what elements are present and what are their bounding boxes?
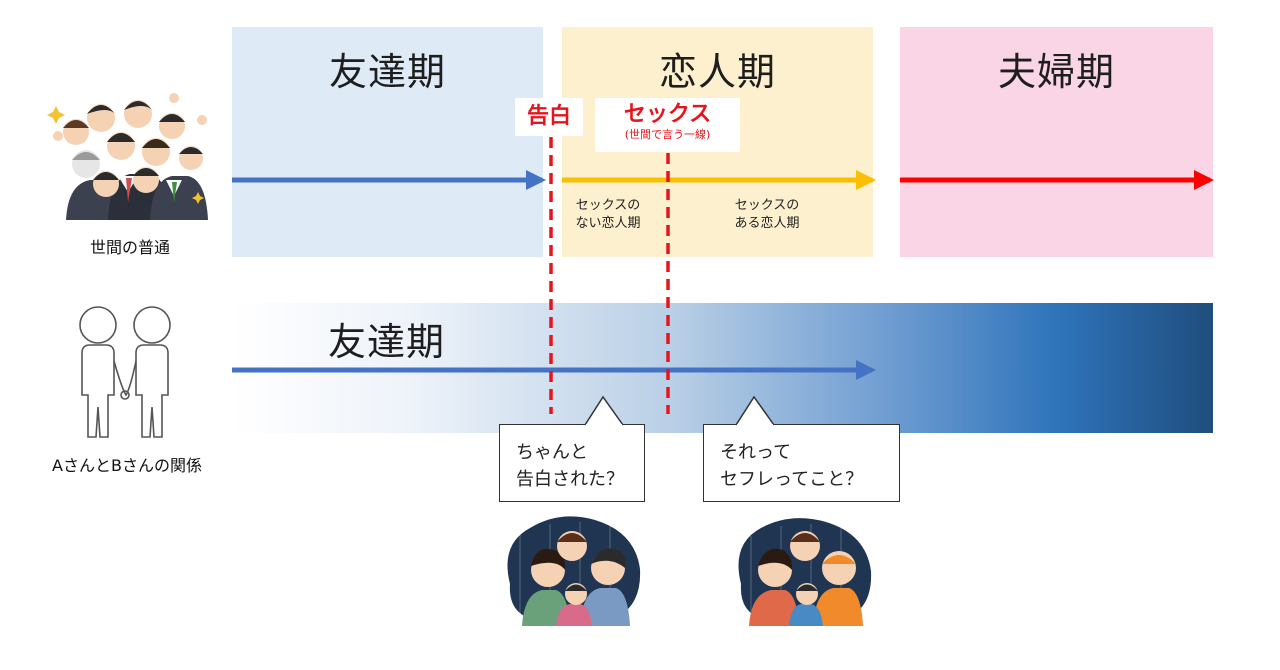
ab-phase-title: 友達期 bbox=[328, 320, 446, 364]
bubble-confession-question: ちゃんと 告白された？ bbox=[499, 424, 645, 502]
lover-without-sex-label: セックスの ない恋人期 bbox=[575, 198, 641, 231]
sex-marker-label: セックス bbox=[623, 102, 712, 127]
phase-friend-title: 友達期 bbox=[328, 50, 446, 94]
phase-lover-title: 恋人期 bbox=[658, 50, 776, 94]
lover-with-sex-label: セックスの ある恋人期 bbox=[734, 198, 800, 231]
bottom-row-caption: AさんとBさんの関係 bbox=[52, 456, 202, 475]
family-icon-right bbox=[738, 518, 872, 626]
sex-marker: セックス (世間で言う一線) bbox=[595, 98, 740, 152]
confession-marker: 告白 bbox=[515, 98, 583, 136]
top-row-caption: 世間の普通 bbox=[89, 238, 170, 257]
phase-married-title: 夫婦期 bbox=[997, 50, 1115, 94]
crowd-icon bbox=[47, 93, 208, 220]
couple-icon bbox=[79, 306, 171, 438]
sex-marker-note: (世間で言う一線) bbox=[624, 128, 711, 141]
phase-friend-block: 友達期 bbox=[232, 27, 543, 257]
phase-married-block: 夫婦期 bbox=[900, 27, 1213, 257]
bubble-sefure-question: それって セフレってこと？ bbox=[703, 424, 900, 502]
family-icon-left bbox=[507, 516, 641, 626]
bubble-right-tail bbox=[735, 395, 775, 426]
bubble-left-tail bbox=[584, 395, 624, 426]
